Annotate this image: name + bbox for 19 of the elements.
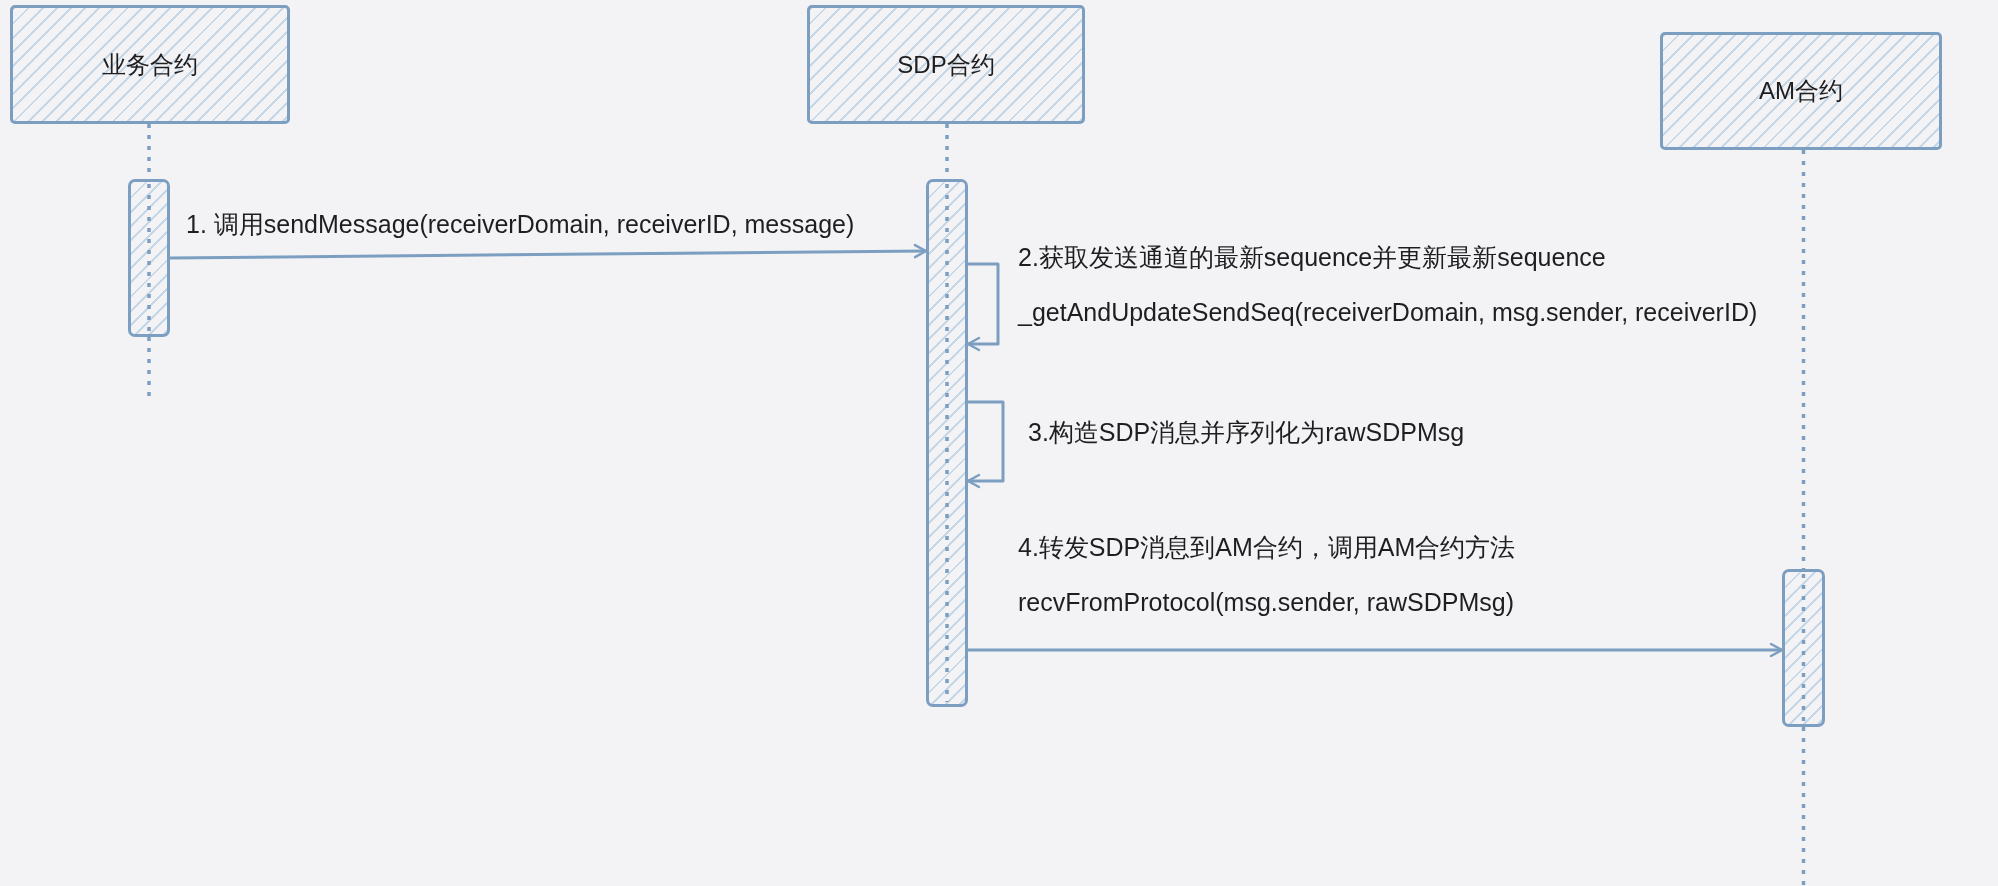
- message-arrow: [968, 642, 1784, 658]
- message-label: 2.获取发送通道的最新sequence并更新最新sequence _getAndUpdateSendSeq(receiverDomain, msg.sender, receiverID): [1018, 242, 1759, 328]
- message-label: 3.构造SDP消息并序列化为rawSDPMsg: [1028, 417, 1465, 448]
- activation-bar: [128, 179, 170, 337]
- participant-box: [1660, 32, 1942, 150]
- participant-name: 业务合约: [102, 49, 198, 80]
- participant-box: [807, 5, 1085, 124]
- participant-name: AM合约: [1759, 76, 1843, 106]
- participant-name: SDP合约: [897, 49, 995, 80]
- activation-bar: [1782, 569, 1825, 727]
- activation-bar: [926, 179, 968, 707]
- self-call-arrow: [966, 400, 1005, 489]
- participant-box: [10, 5, 290, 124]
- dotted-lifeline: [1801, 150, 1806, 569]
- message-label: 4.转发SDP消息到AM合约，调用AM合约方法 recvFromProtocol(msg.sender, rawSDPMsg): [1018, 532, 1517, 618]
- message-arrow: [170, 243, 928, 260]
- dotted-lifeline: [1801, 727, 1806, 886]
- message-label: 1. 调用sendMessage(receiverDomain, receiverID, message): [186, 209, 855, 240]
- self-call-arrow: [966, 262, 1000, 352]
